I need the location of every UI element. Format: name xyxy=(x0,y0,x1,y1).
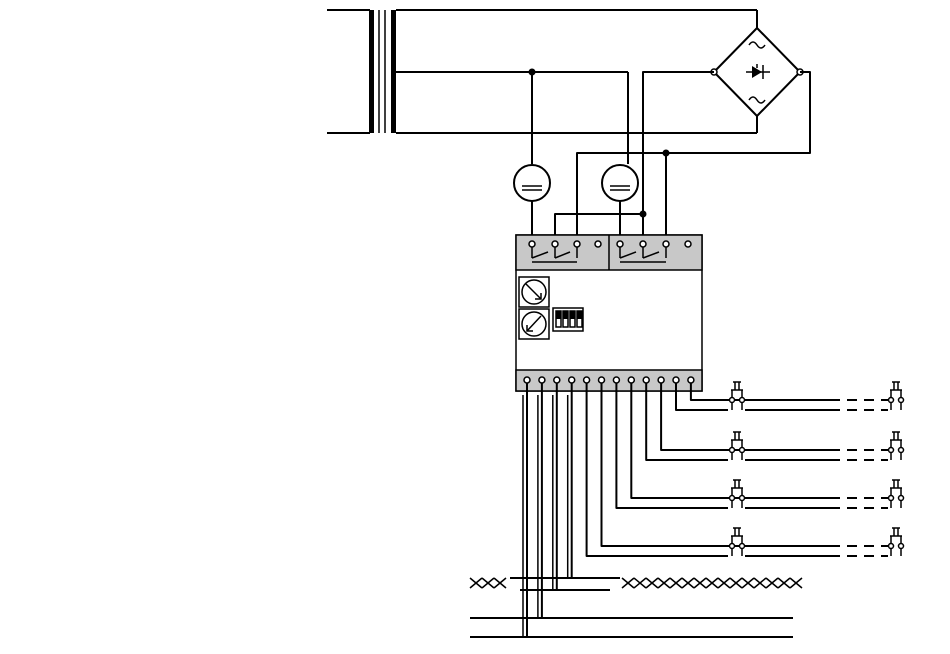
bottom-terminal xyxy=(539,377,545,383)
lamp-1 xyxy=(514,69,550,245)
transformer-core-left xyxy=(369,10,374,133)
push-button xyxy=(730,382,745,410)
bottom-terminal xyxy=(524,377,530,383)
push-button xyxy=(889,382,904,410)
push-button xyxy=(889,528,904,556)
diode-symbol xyxy=(746,64,770,79)
ac-symbol-top xyxy=(749,42,765,48)
timer-knob-2 xyxy=(519,309,549,339)
bottom-terminal xyxy=(599,377,605,383)
timer-knob-1 xyxy=(519,277,549,307)
push-button-wiring xyxy=(587,383,888,556)
cables xyxy=(470,383,802,637)
bottom-terminal xyxy=(554,377,560,383)
lamp-2 xyxy=(555,72,647,244)
push-button xyxy=(730,528,745,556)
bottom-terminal xyxy=(628,377,634,383)
push-button xyxy=(730,480,745,508)
bottom-terminal xyxy=(584,377,590,383)
dip-switch xyxy=(553,308,583,331)
transformer-core-right xyxy=(391,10,396,133)
bottom-terminal xyxy=(613,377,619,383)
bottom-terminal xyxy=(643,377,649,383)
bottom-terminal xyxy=(673,377,679,383)
bottom-terminal xyxy=(569,377,575,383)
push-button xyxy=(730,432,745,460)
push-button xyxy=(889,480,904,508)
ac-symbol-bottom xyxy=(749,97,765,103)
bridge-rectifier xyxy=(711,10,803,133)
bottom-terminal xyxy=(658,377,664,383)
twisted-pair-cable xyxy=(470,578,802,588)
push-buttons xyxy=(730,382,904,556)
controller-module xyxy=(516,235,702,391)
bottom-terminal xyxy=(688,377,694,383)
push-button xyxy=(889,432,904,460)
